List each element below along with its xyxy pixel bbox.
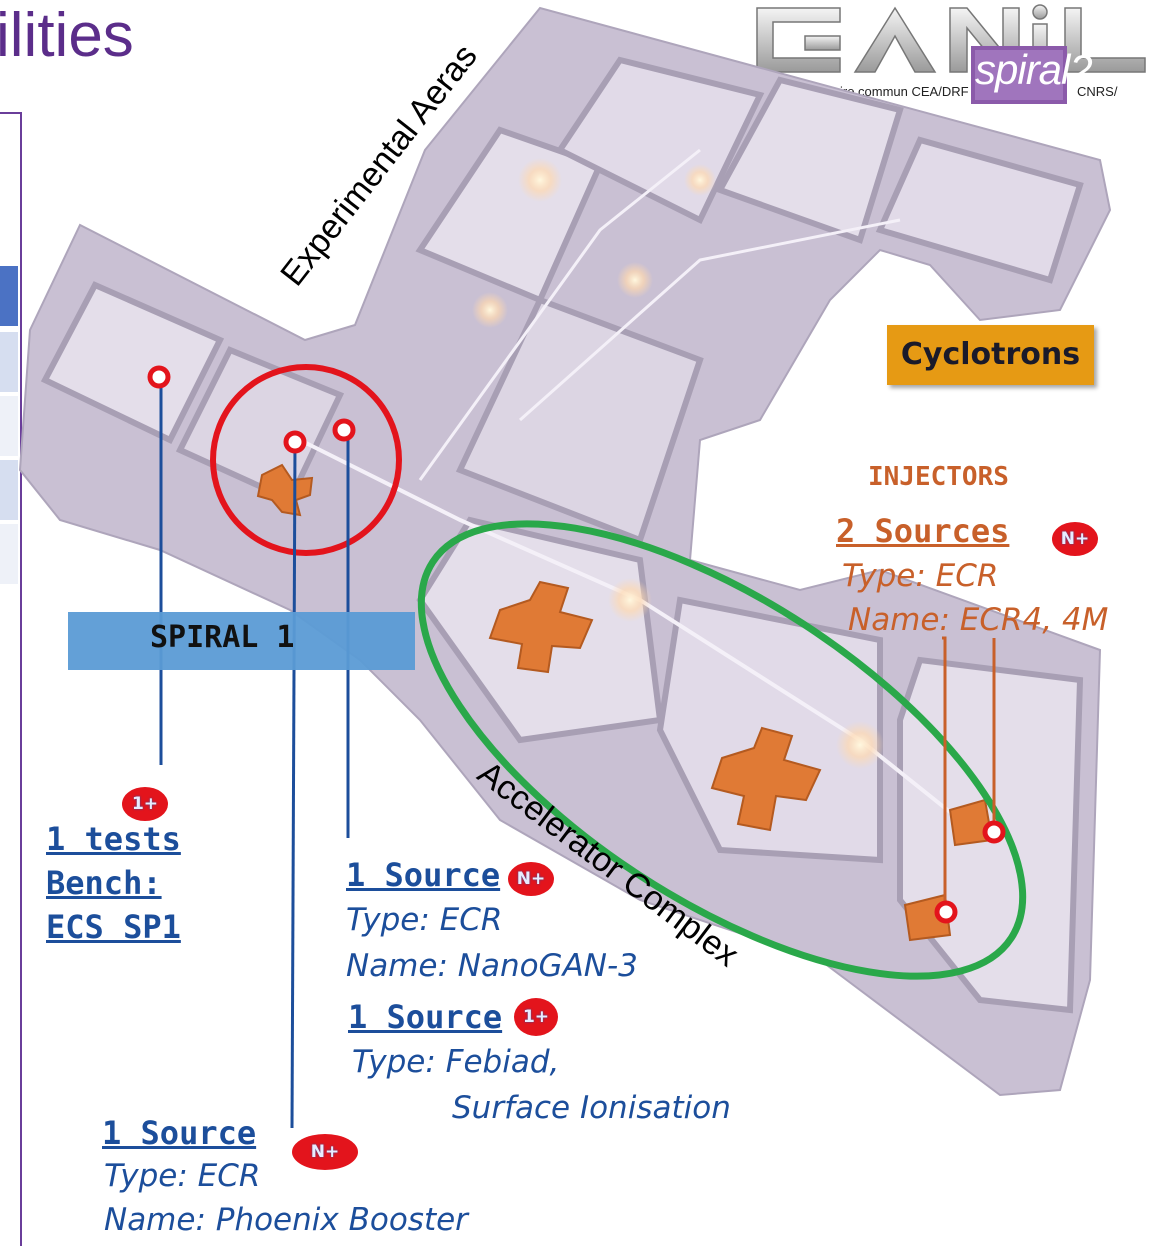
test-bench-line2: Bench: (46, 864, 162, 902)
injectors-heading: INJECTORS (868, 462, 1009, 492)
febiad-title: 1 Source (348, 998, 502, 1036)
injectors-type: Type: ECR (842, 558, 998, 594)
test-bench-line1: 1 tests (46, 820, 181, 858)
marker-injector-2 (985, 823, 1003, 841)
spiral1-label-text: SPIRAL 1 (150, 620, 295, 655)
marker-phoenix (286, 433, 304, 451)
test-bench-badge: 1+ (122, 787, 168, 821)
phoenix-title: 1 Source (102, 1114, 256, 1152)
phoenix-type: Type: ECR (104, 1158, 260, 1194)
phoenix-badge: N+ (292, 1134, 358, 1170)
marker-nanogan (335, 421, 353, 439)
marker-test-bench (150, 368, 168, 386)
nanogan-name: Name: NanoGAN-3 (346, 948, 638, 984)
cyclotrons-label: Cyclotrons (887, 325, 1094, 385)
phoenix-name: Name: Phoenix Booster (104, 1202, 468, 1238)
febiad-badge: 1+ (514, 998, 558, 1036)
nanogan-type: Type: ECR (346, 902, 502, 938)
injectors-badge: N+ (1052, 522, 1098, 556)
nanogan-title: 1 Source (346, 856, 500, 894)
febiad-type: Type: Febiad, (352, 1044, 559, 1080)
injectors-name: Name: ECR4, 4M (848, 602, 1108, 638)
marker-injector-1 (937, 903, 955, 921)
injectors-title: 2 Sources (836, 512, 1009, 550)
nanogan-badge: N+ (508, 862, 554, 896)
febiad-type2: Surface Ionisation (452, 1090, 731, 1126)
test-bench-line3: ECS SP1 (46, 908, 181, 946)
